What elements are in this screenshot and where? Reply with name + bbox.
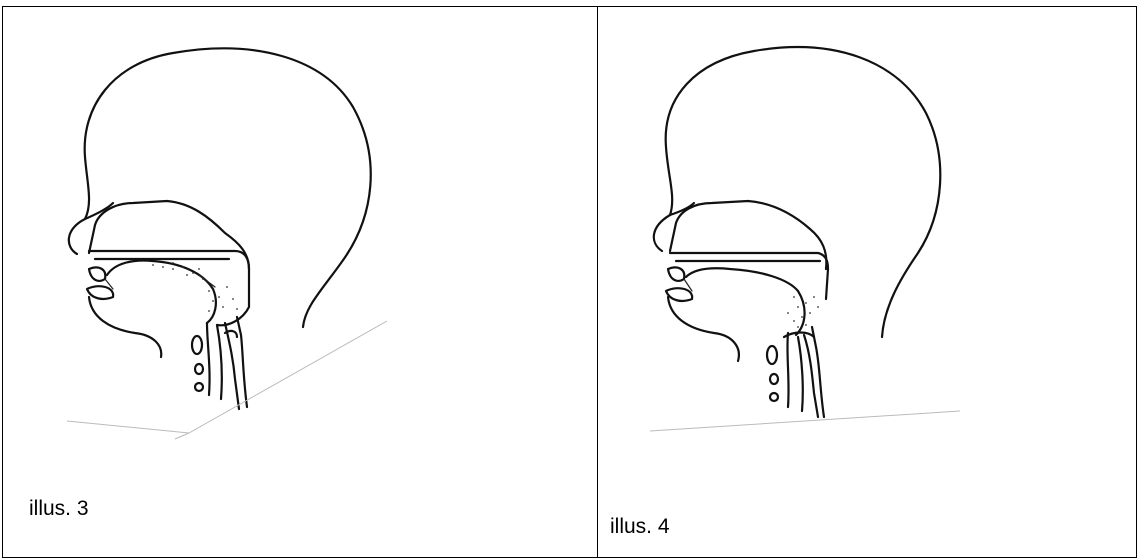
tongue-stipple xyxy=(152,262,238,312)
caption-illus-4: illus. 4 xyxy=(610,515,670,539)
panel-illus-4: illus. 4 xyxy=(597,6,1137,558)
caption-illus-3: illus. 3 xyxy=(29,497,89,521)
panel-illus-3: illus. 3 xyxy=(2,6,598,558)
head-sagittal-drawing-4 xyxy=(598,7,1138,559)
head-sagittal-drawing-3 xyxy=(3,7,599,559)
